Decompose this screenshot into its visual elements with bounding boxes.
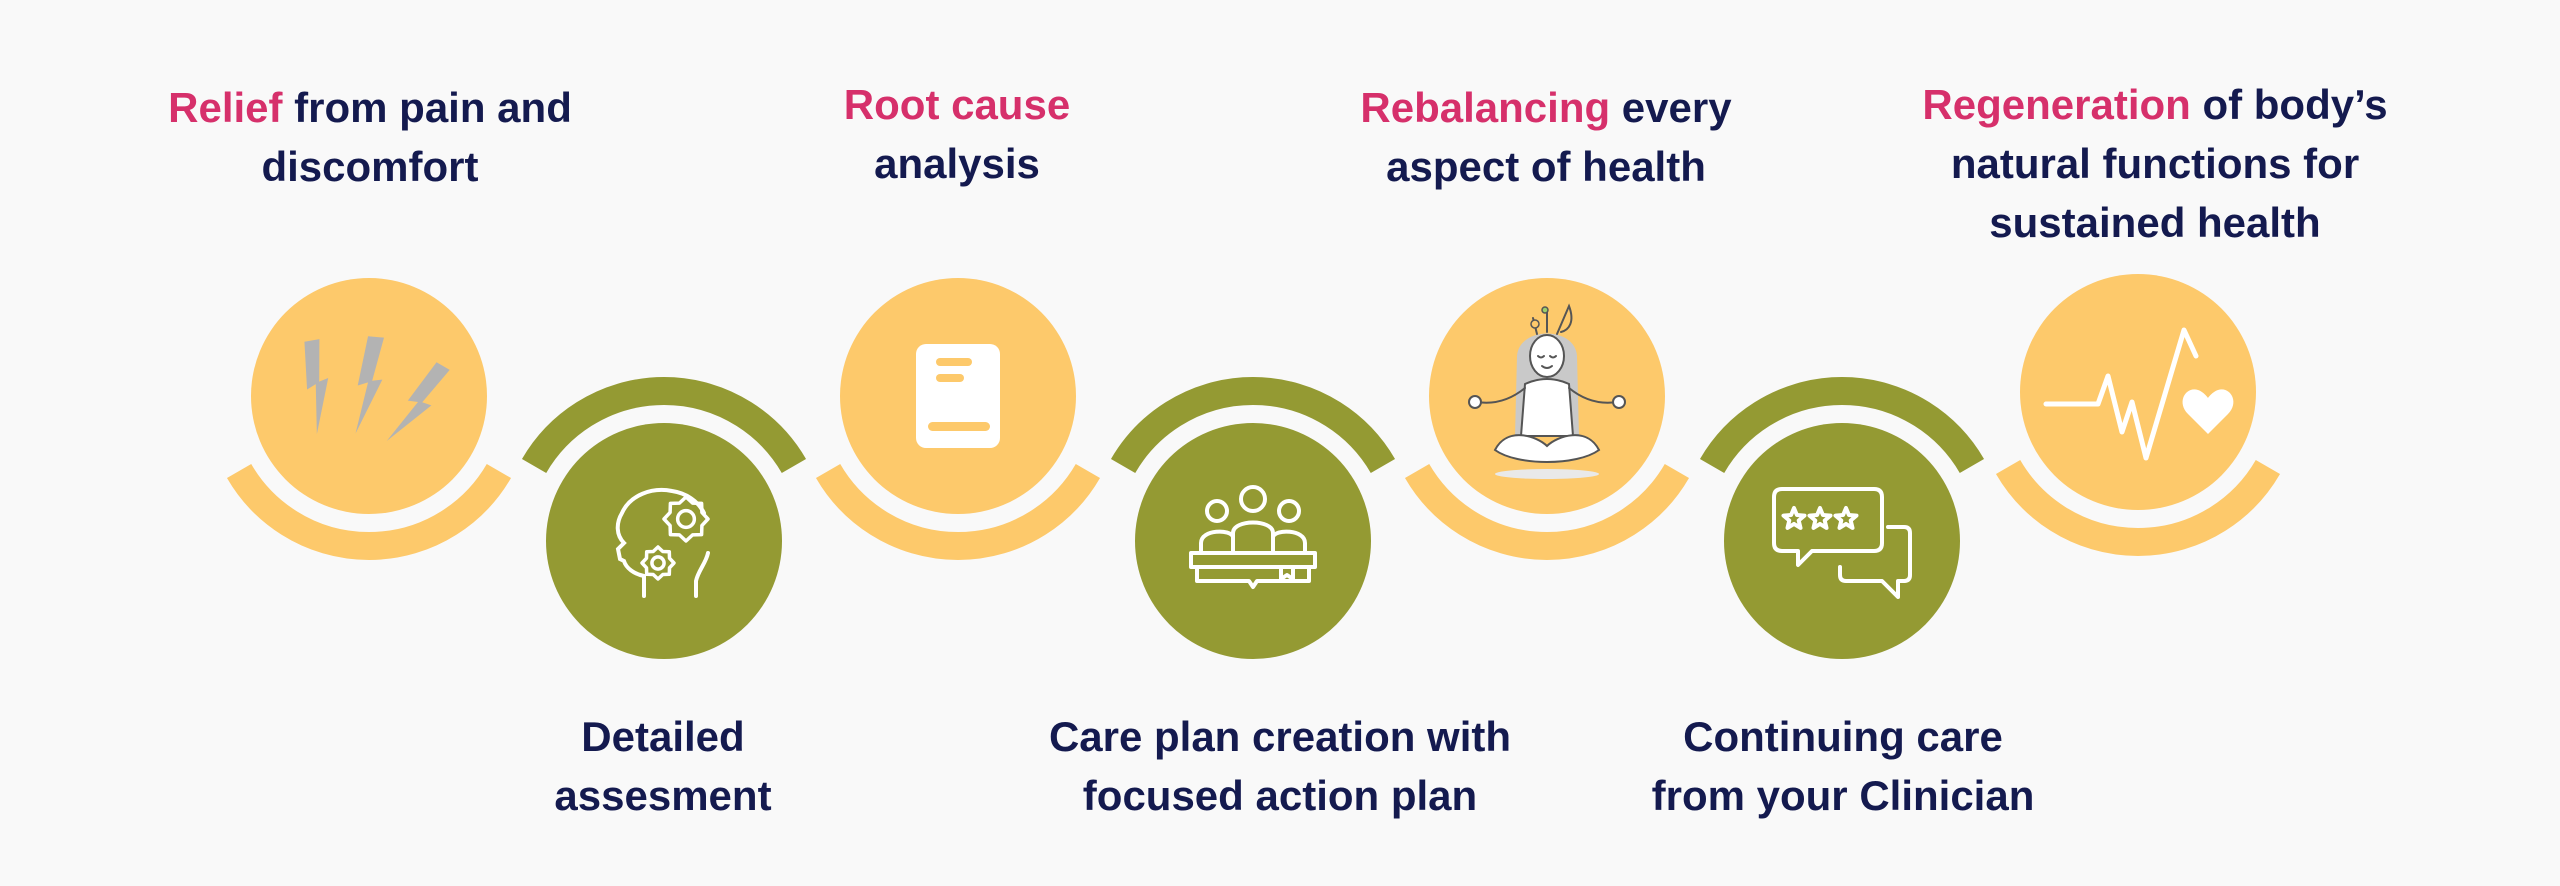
step-care-plan-arc bbox=[1110, 377, 1396, 474]
step-rebalancing-label: Rebalancing every aspect of health bbox=[1360, 84, 1732, 190]
step-root-cause bbox=[815, 278, 1101, 560]
step-rebalancing-arc bbox=[1404, 463, 1690, 560]
step-regeneration-circle bbox=[2020, 274, 2256, 510]
step-relief-label: Relief from pain and discomfort bbox=[168, 84, 572, 190]
step-continuing-care bbox=[1699, 377, 1985, 659]
step-assessment-arc bbox=[521, 377, 807, 474]
step-relief-arc bbox=[226, 463, 512, 560]
step-continuing-care-arc bbox=[1699, 377, 1985, 474]
heartbeat-icon bbox=[2043, 327, 2234, 461]
step-continuing-care-circle bbox=[1724, 423, 1960, 659]
step-root-cause-label: Root cause analysis bbox=[843, 81, 1071, 187]
step-continuing-care-label: Continuing care from your Clinician bbox=[1651, 713, 2035, 819]
rating-chat-icon bbox=[1772, 487, 1912, 599]
step-assessment bbox=[521, 377, 807, 659]
head-gears-icon bbox=[615, 488, 710, 598]
step-care-plan bbox=[1110, 377, 1396, 659]
step-assessment-label: Detailed assesment bbox=[554, 713, 772, 819]
step-assessment-circle bbox=[546, 423, 782, 659]
step-root-cause-arc bbox=[815, 463, 1101, 560]
lightning-icon bbox=[304, 336, 450, 442]
step-care-plan-label: Care plan creation with focused action p… bbox=[1048, 713, 1512, 819]
book-icon bbox=[916, 344, 1000, 448]
step-regeneration-arc bbox=[1995, 459, 2281, 556]
step-rebalancing bbox=[1404, 278, 1690, 560]
meditating-woman-icon bbox=[1468, 303, 1626, 479]
step-relief bbox=[226, 278, 512, 560]
step-regeneration bbox=[1995, 274, 2281, 556]
group-meeting-icon bbox=[1189, 485, 1317, 589]
step-care-plan-circle bbox=[1135, 423, 1371, 659]
step-regeneration-label: Regeneration of body’s natural functions… bbox=[1922, 81, 2388, 246]
